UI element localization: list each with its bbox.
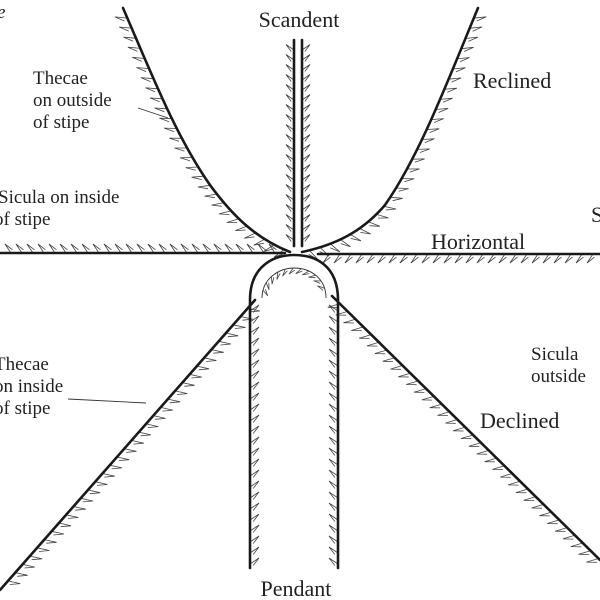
thecae-row-1 — [308, 16, 487, 260]
thecae-inside-label-line3: of stipe — [0, 398, 50, 419]
thecae-inside-label-line1: Thecae — [0, 354, 49, 375]
thecae-row-3 — [301, 44, 311, 242]
thecae-row-6 — [249, 304, 260, 566]
sicula-outside-label-line1: Sicula — [531, 344, 579, 365]
sicula-outside-label-line2: outside — [531, 366, 586, 387]
thecae-outside-label-line2: on outside — [33, 90, 112, 111]
declined-stipe-right — [330, 294, 600, 562]
pendant-label: Pendant — [261, 576, 332, 600]
sicula-inner-line — [261, 267, 327, 299]
leader-thecae-outside — [137, 107, 169, 119]
reclined-stipe-left — [121, 6, 292, 254]
thecae-teeth — [4, 16, 599, 585]
thecae-row-10 — [262, 267, 325, 297]
thecae-row-0 — [114, 16, 285, 258]
pendant-stipe — [248, 253, 340, 570]
leader-lines — [67, 107, 169, 404]
thecae-outside-label-line3: of stipe — [33, 112, 89, 133]
declined-label: Declined — [480, 408, 559, 433]
sicula-inside-label-line1: Sicula on inside — [0, 187, 119, 208]
thecae-inside-label-line2: on inside — [0, 376, 63, 397]
thecae-outside-label-line1: Thecae — [33, 68, 88, 89]
cut-off-label-right: S — [591, 202, 600, 227]
horizontal-label: Horizontal — [431, 229, 525, 254]
scandent-stipe — [292, 38, 304, 248]
scandent-label: Scandent — [259, 7, 340, 32]
thecae-row-5 — [322, 253, 595, 264]
thecae-row-4 — [4, 243, 277, 254]
leader-thecae-inside — [67, 398, 147, 404]
declined-stipe-left — [0, 298, 257, 592]
sicula-inside-label-line2: of stipe — [0, 209, 50, 230]
thecae-row-8 — [7, 307, 261, 585]
reclined-stipe-right — [300, 6, 480, 254]
stipe-outlines — [0, 6, 600, 592]
thecae-row-9 — [327, 303, 599, 563]
cut-off-label-top-left: e — [0, 2, 5, 23]
thecae-row-7 — [328, 304, 339, 566]
thecae-row-2 — [285, 44, 295, 242]
reclined-label: Reclined — [473, 68, 551, 93]
